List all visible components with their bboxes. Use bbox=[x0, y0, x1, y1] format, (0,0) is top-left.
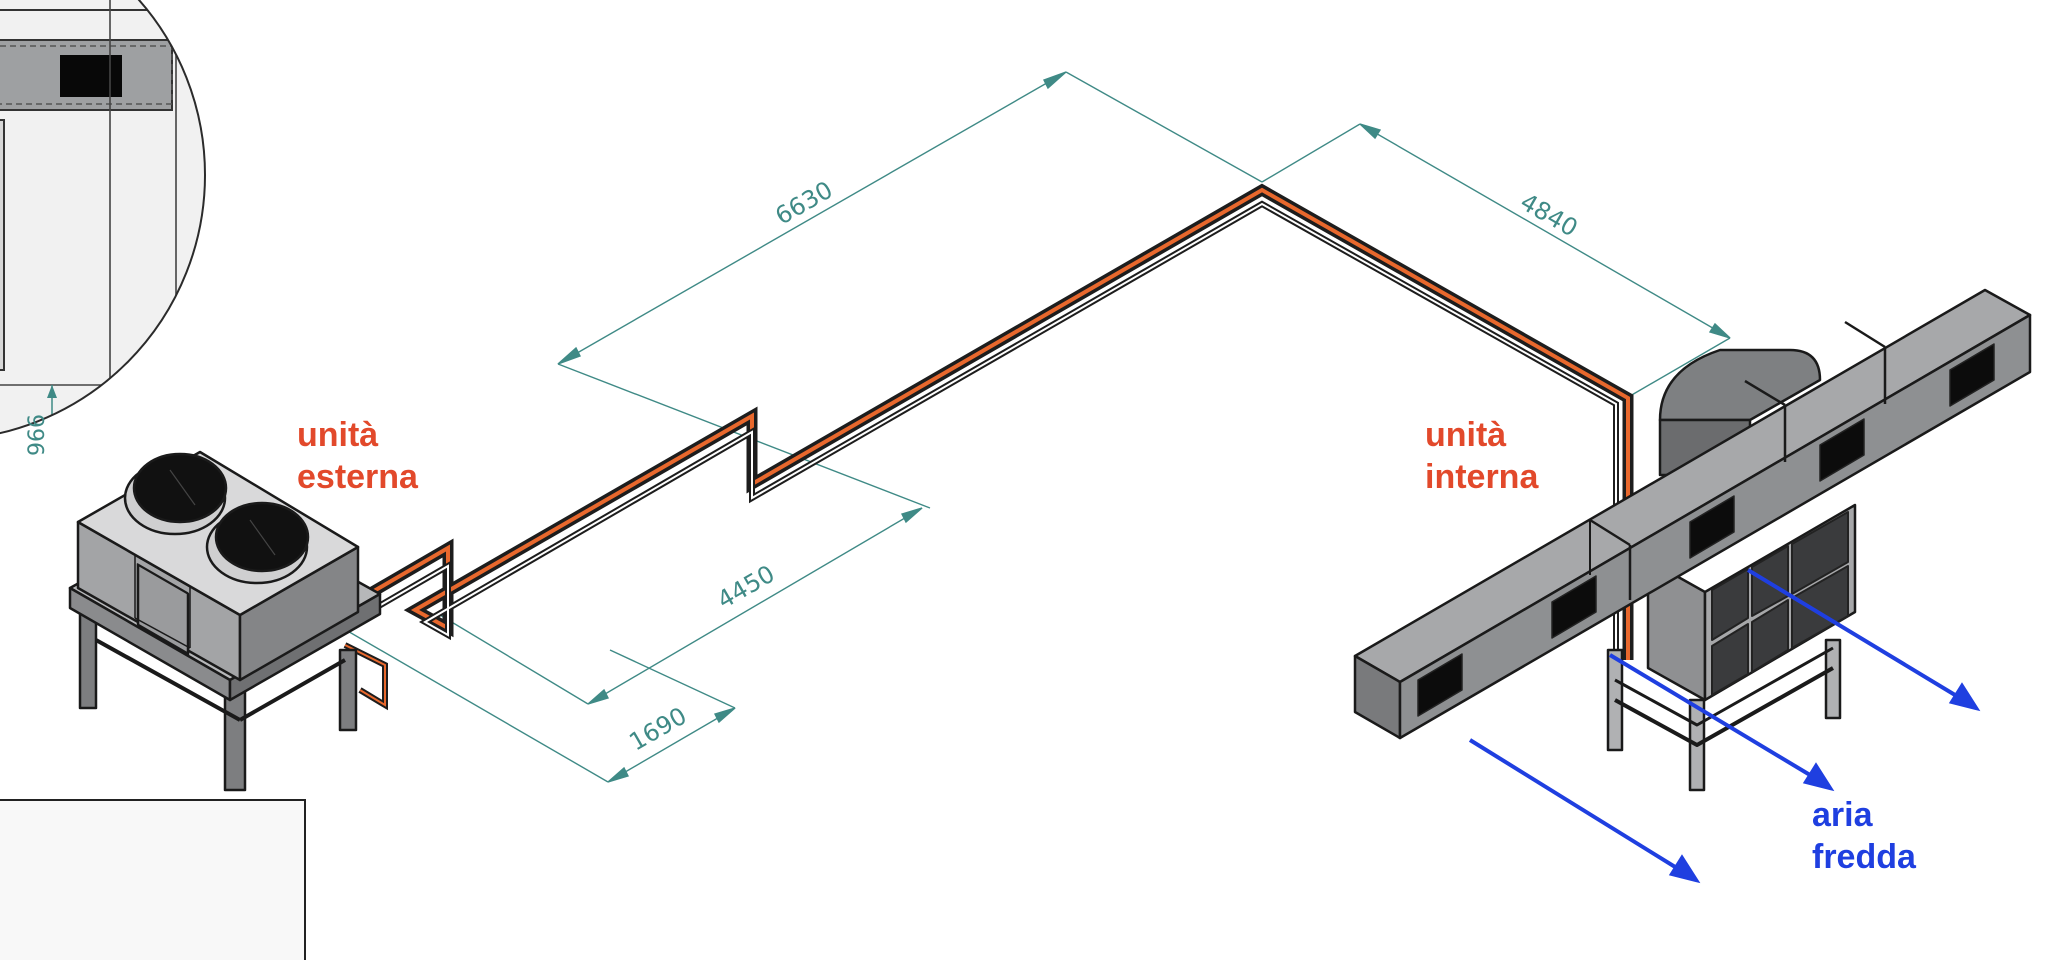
label-cold-air-line1: aria bbox=[1812, 796, 1874, 834]
dimension-966: 966 bbox=[25, 414, 50, 456]
supply-duct bbox=[1353, 288, 2032, 740]
dimension-lines bbox=[319, 71, 1731, 783]
dimension-4840: 4840 bbox=[1516, 188, 1583, 243]
label-indoor-unit-line2: interna bbox=[1425, 458, 1539, 496]
label-indoor-unit-line1: unità bbox=[1425, 416, 1506, 454]
refrigerant-piping bbox=[343, 183, 1634, 711]
blank-panel bbox=[0, 799, 306, 960]
label-outdoor-unit-line1: unità bbox=[297, 416, 378, 454]
outdoor-unit bbox=[68, 450, 382, 792]
detail-circle: 966 bbox=[0, 0, 206, 456]
cold-air-arrows bbox=[1468, 568, 1981, 884]
label-cold-air-line2: fredda bbox=[1812, 838, 1917, 876]
dimension-4450: 4450 bbox=[713, 560, 780, 615]
label-outdoor-unit-line2: esterna bbox=[297, 458, 419, 496]
indoor-unit bbox=[1606, 348, 1857, 792]
dimension-1690: 1690 bbox=[625, 702, 692, 757]
